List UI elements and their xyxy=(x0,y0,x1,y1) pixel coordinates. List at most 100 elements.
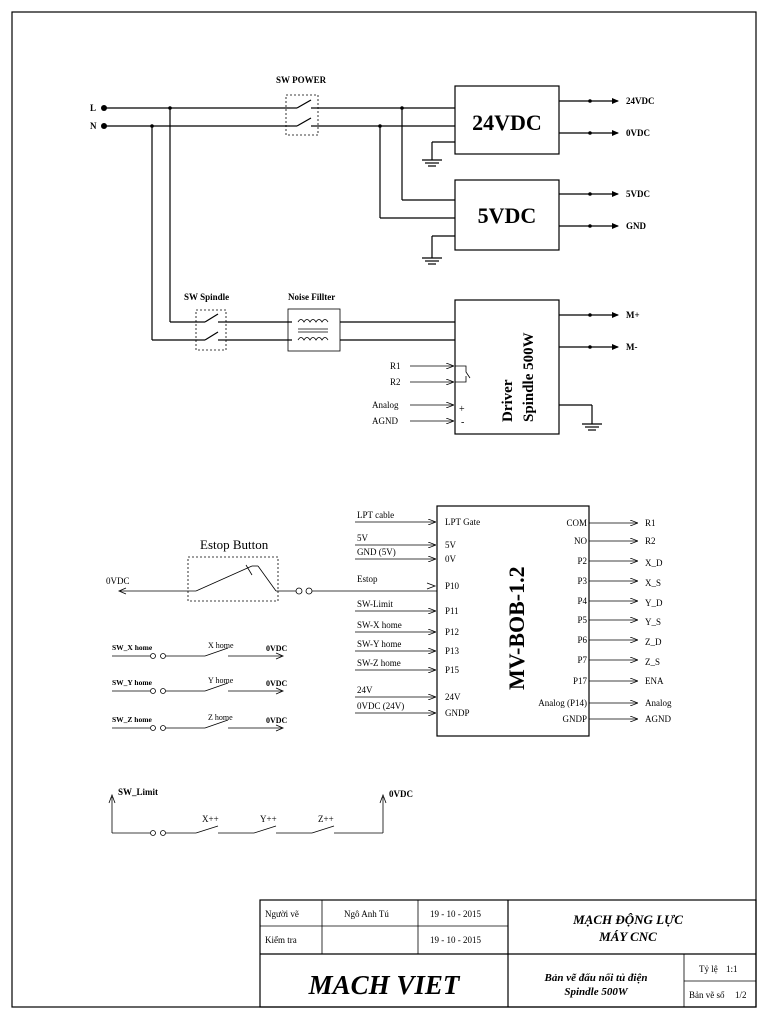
estop-section: Estop Button 0VDC xyxy=(106,537,437,602)
psu5-out-gnd: GND xyxy=(626,221,647,231)
bob-left-wire-label: SW-Limit xyxy=(357,599,393,609)
driver-label-line2: Spindle 500W xyxy=(521,332,537,422)
sw-power-switch xyxy=(285,94,319,136)
home-switch-name: SW_Y home xyxy=(112,678,153,687)
home-switch-name: SW_X home xyxy=(112,643,153,652)
bob-left-pin-label: LPT Gate xyxy=(445,517,480,527)
driver-out-mminus: M- xyxy=(626,342,638,352)
bob-left-pin-label: P15 xyxy=(445,665,460,675)
bob-right-pin-label: P4 xyxy=(577,596,587,606)
bob-right-wire-label: Z_S xyxy=(645,657,660,667)
arrow-right-icon xyxy=(275,724,285,732)
checked-label: Kiểm tra xyxy=(265,935,297,945)
scale-label: Tỷ lệ xyxy=(699,964,718,974)
driver-out-mplus: M+ xyxy=(626,310,640,320)
bob-right-wire-label: X_D xyxy=(645,558,663,568)
bob-right-pin-label: P3 xyxy=(577,576,587,586)
limit-out-label: 0VDC xyxy=(389,789,413,799)
noise-filter-label: Noise Fillter xyxy=(288,292,335,302)
arrow-up-icon xyxy=(379,793,387,804)
bob-right-wire-label: Analog xyxy=(645,698,672,708)
bob-left-wire-label: GND (5V) xyxy=(357,547,396,557)
limit-name: SW_Limit xyxy=(118,787,158,797)
home-switch-out: 0VDC xyxy=(266,716,288,725)
drawn-by: Ngô Anh Tú xyxy=(344,909,389,919)
bob-right-pin-label: P5 xyxy=(577,615,587,625)
bob-left-pin-label: P13 xyxy=(445,646,460,656)
bob-right-pin-label: COM xyxy=(566,518,587,528)
spindle-driver xyxy=(454,299,560,435)
bob-left-wire-label: SW-Z home xyxy=(357,658,401,668)
bob-right-wire-label: R1 xyxy=(645,518,656,528)
bob-box xyxy=(436,505,590,737)
driver-in-r2: R2 xyxy=(390,377,401,387)
bob-left-pin-label: P12 xyxy=(445,627,459,637)
bob-right-pin-label: NO xyxy=(574,536,587,546)
switch-contact xyxy=(204,647,229,657)
bob-right-wire-label: Z_D xyxy=(645,637,662,647)
bob-right-wire-label: X_S xyxy=(645,578,661,588)
bob-left-pin-label: GNDP xyxy=(445,708,470,718)
limit-switch-z: Z++ xyxy=(318,814,334,824)
home-switch-out: 0VDC xyxy=(266,679,288,688)
drawn-date: 19 - 10 - 2015 xyxy=(430,909,481,919)
sheet-value: 1/2 xyxy=(735,990,747,1000)
bob-left-wire-label: 24V xyxy=(357,685,373,695)
sw-spindle-label: SW Spindle xyxy=(184,292,229,302)
line-n-label: N xyxy=(90,121,97,131)
bob-right-pin-label: GNDP xyxy=(562,714,587,724)
psu24-out-24vdc: 24VDC xyxy=(626,96,655,106)
switch-contact xyxy=(204,719,229,729)
noise-filter xyxy=(287,308,341,352)
drawn-by-label: Người vẽ xyxy=(265,909,299,919)
limit-switch-y: Y++ xyxy=(260,814,277,824)
bob-right-pin-label: P17 xyxy=(573,676,588,686)
home-switch-out: 0VDC xyxy=(266,644,288,653)
bob-right-wire-label: ENA xyxy=(645,676,664,686)
bob-left-pin-label: 0V xyxy=(445,554,457,564)
scale-value: 1:1 xyxy=(726,964,738,974)
bob-right-wire-label: R2 xyxy=(645,536,656,546)
driver-in-agnd: AGND xyxy=(372,416,398,426)
title-block: Người vẽ Ngô Anh Tú 19 - 10 - 2015 Kiểm … xyxy=(259,899,757,1008)
psu-5vdc-label: 5VDC xyxy=(478,203,537,228)
power-section: L N SW POWER 24VDC 24VDC 0 xyxy=(90,75,655,435)
bob-right-pin-label: P2 xyxy=(577,556,587,566)
arrow-right-icon xyxy=(426,582,437,590)
bob-right-wire-label: Y_D xyxy=(645,598,663,608)
driver-in-r1: R1 xyxy=(390,361,401,371)
sheet-label: Bản vẽ số xyxy=(689,990,725,1000)
home-switch-name: SW_Z home xyxy=(112,715,152,724)
driver-minus-sign: - xyxy=(461,417,464,428)
bob-left-wire-label: SW-Y home xyxy=(357,639,401,649)
estop-out-label: 0VDC xyxy=(106,576,130,586)
drawing-title-line2: Spindle 500W xyxy=(564,986,628,998)
project-line1: MẠCH ĐỘNG LỰC xyxy=(572,912,683,927)
psu-5vdc xyxy=(454,179,560,251)
psu5-out-5vdc: 5VDC xyxy=(626,189,650,199)
line-l-label: L xyxy=(90,103,96,113)
bob-right-wire-label: Y_S xyxy=(645,617,661,627)
estop-label: Estop Button xyxy=(200,537,269,552)
company-name: MACH VIET xyxy=(308,970,461,1000)
bob-left-pin-label: P10 xyxy=(445,581,460,591)
bob-left-pin-label: 5V xyxy=(445,540,457,550)
home-switch-label: Z home xyxy=(208,713,233,722)
bob-left-pin-label: 24V xyxy=(445,692,461,702)
estop-button xyxy=(187,556,279,602)
project-line2: MÁY CNC xyxy=(598,929,657,944)
driver-plus-sign: + xyxy=(459,404,465,415)
arrow-right-icon xyxy=(275,687,285,695)
psu-24vdc xyxy=(454,85,560,155)
bob-left-wire-label: 5V xyxy=(357,533,369,543)
driver-label-line1: Driver xyxy=(500,379,516,422)
bob-right-pin-label: Analog (P14) xyxy=(538,698,587,708)
limit-switch-section: SW_Limit 0VDC X++ Y++ Z++ xyxy=(108,787,413,836)
driver-in-analog: Analog xyxy=(372,400,399,410)
home-switch-label: X home xyxy=(208,641,234,650)
bob-left-wire-label: LPT cable xyxy=(357,510,394,520)
